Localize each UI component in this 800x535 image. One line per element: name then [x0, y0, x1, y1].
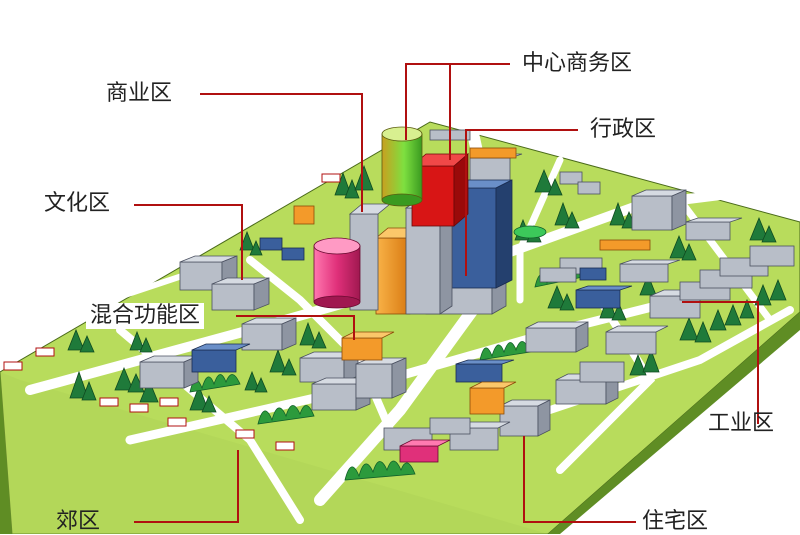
cylinder-tower-pink: [313, 237, 361, 309]
label-cultural: 文化区: [44, 191, 111, 216]
leader-line-commercial: [200, 93, 363, 212]
buildings-grey: [139, 129, 795, 451]
label-administrative: 行政区: [590, 117, 657, 142]
label-residential: 住宅区: [642, 509, 709, 534]
leader-line-suburb: [134, 450, 239, 523]
leader-lines: [134, 63, 759, 523]
label-suburb: 郊区: [56, 509, 101, 534]
cylinder-tower-green: [381, 126, 423, 207]
leader-line-cbd: [405, 63, 510, 140]
leader-line-administrative: [465, 129, 578, 276]
label-industrial: 工业区: [708, 411, 775, 436]
building-pink: [399, 439, 451, 463]
label-mixed: 混合功能区: [86, 303, 205, 329]
label-cbd: 中心商务区: [522, 51, 633, 76]
label-commercial: 商业区: [106, 81, 173, 106]
buildings-orange: [293, 147, 651, 415]
leader-line-residential: [523, 436, 636, 523]
suburb-houses: [3, 173, 341, 451]
buildings-blue: [191, 179, 633, 383]
leader-line-cultural: [134, 204, 243, 280]
leader-line-mixed: [236, 315, 355, 340]
leader-line-industrial: [682, 301, 759, 424]
